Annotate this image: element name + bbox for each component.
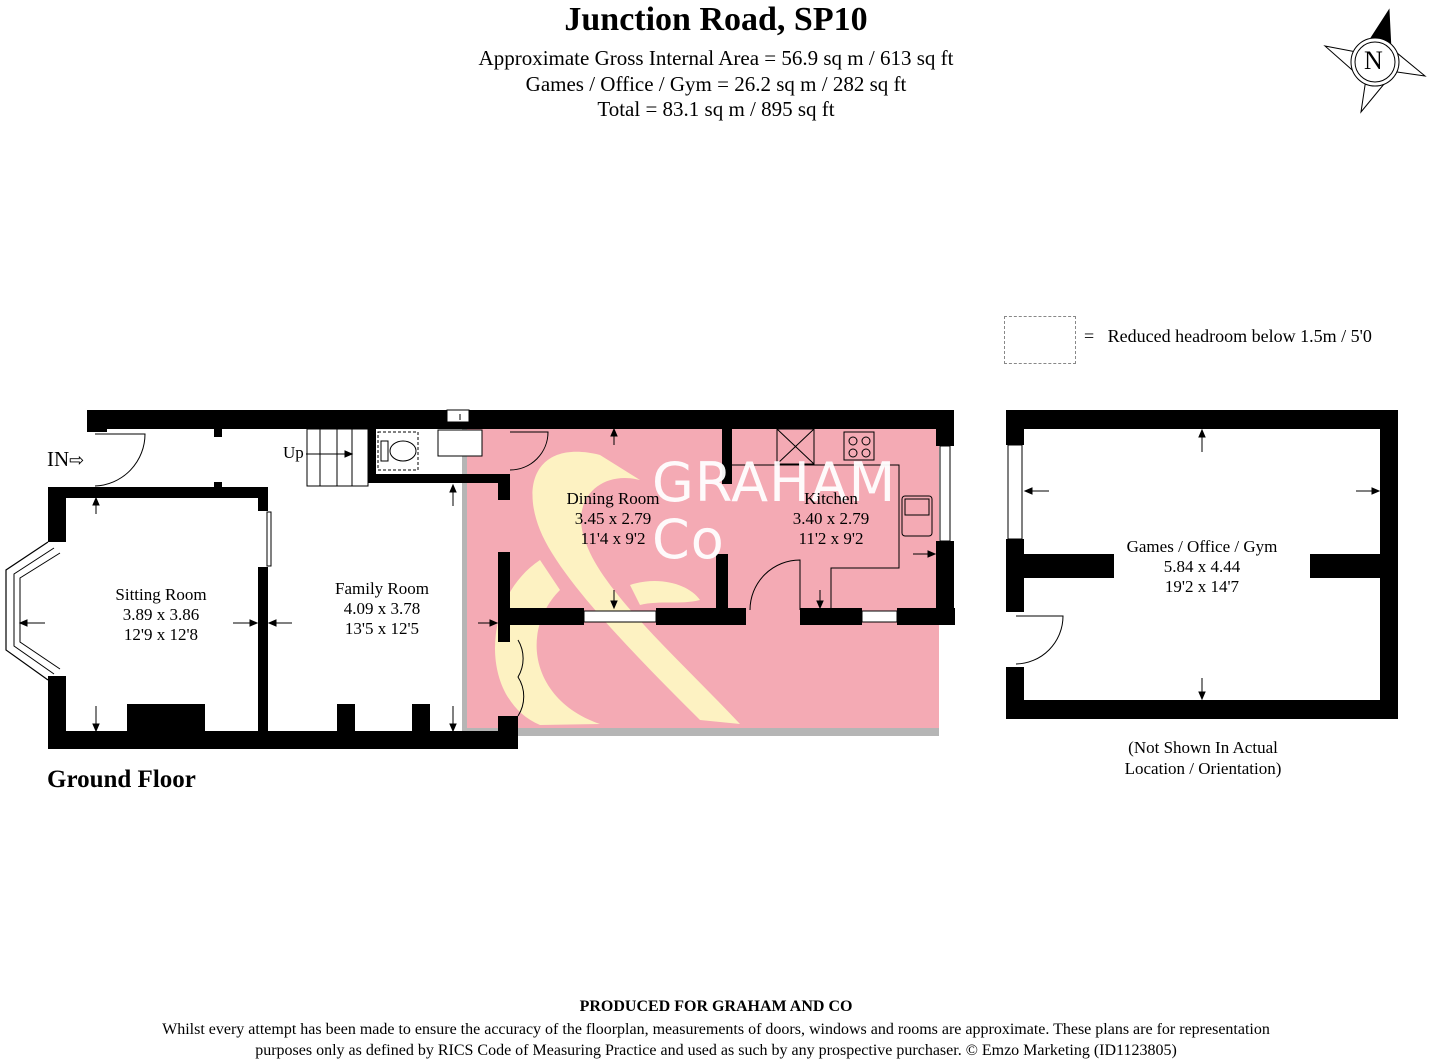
entrance-arrow-icon: ⇨ bbox=[69, 450, 85, 470]
compass-north-label: N bbox=[1364, 46, 1383, 75]
room-name: Kitchen bbox=[804, 489, 858, 508]
footer-disclaimer: Whilst every attempt has been made to en… bbox=[60, 1019, 1372, 1061]
room-imperial: 12'9 x 12'8 bbox=[123, 625, 199, 644]
disclaimer-line-1: Whilst every attempt has been made to en… bbox=[162, 1021, 1270, 1038]
plan-title: Junction Road, SP10 bbox=[564, 1, 868, 38]
watermark-co: Co bbox=[652, 508, 725, 571]
room-metric: 3.45 x 2.79 bbox=[574, 509, 652, 528]
kitchen-sink-icon bbox=[901, 495, 933, 537]
stairs-up-label: Up bbox=[283, 443, 304, 462]
room-games-office-gym: Games / Office / Gym 5.84 x 4.44 19'2 x … bbox=[1112, 537, 1292, 597]
note-line-2: Location / Orientation) bbox=[1124, 759, 1282, 778]
outbuilding-note: (Not Shown In Actual Location / Orientat… bbox=[1090, 737, 1316, 779]
room-name: Family Room bbox=[335, 579, 429, 598]
room-dining-room: Dining Room 3.45 x 2.79 11'4 x 9'2 bbox=[553, 489, 673, 549]
note-line-1: (Not Shown In Actual bbox=[1128, 738, 1278, 757]
footer-heading: PRODUCED FOR GRAHAM AND CO bbox=[579, 998, 853, 1015]
floor-label: Ground Floor bbox=[47, 766, 196, 793]
legend-text: = Reduced headroom below 1.5m / 5'0 bbox=[1084, 326, 1372, 347]
entrance-label: IN⇨ bbox=[47, 447, 84, 472]
room-imperial: 11'4 x 9'2 bbox=[580, 529, 646, 548]
ground-floor-walls bbox=[48, 410, 955, 749]
room-imperial: 11'2 x 9'2 bbox=[798, 529, 864, 548]
disclaimer-line-2: purposes only as defined by RICS Code of… bbox=[255, 1042, 1177, 1059]
room-sitting-room: Sitting Room 3.89 x 3.86 12'9 x 12'8 bbox=[101, 585, 221, 645]
area-line-gross: Approximate Gross Internal Area = 56.9 s… bbox=[478, 46, 954, 70]
entrance-text: IN bbox=[47, 447, 70, 471]
reduced-headroom-swatch bbox=[1004, 316, 1076, 364]
room-family-room: Family Room 4.09 x 3.78 13'5 x 12'5 bbox=[322, 579, 442, 639]
area-line-total: Total = 83.1 sq m / 895 sq ft bbox=[597, 97, 835, 121]
area-line-outbuilding: Games / Office / Gym = 26.2 sq m / 282 s… bbox=[525, 72, 907, 96]
toilet-icon bbox=[377, 431, 419, 471]
room-imperial: 19'2 x 14'7 bbox=[1164, 577, 1240, 596]
room-metric: 3.40 x 2.79 bbox=[792, 509, 870, 528]
room-imperial: 13'5 x 12'5 bbox=[344, 619, 420, 638]
room-metric: 5.84 x 4.44 bbox=[1163, 557, 1241, 576]
watermark-ampersand-icon bbox=[532, 451, 740, 724]
room-metric: 3.89 x 3.86 bbox=[122, 605, 200, 624]
stairs-icon bbox=[306, 428, 369, 487]
room-kitchen: Kitchen 3.40 x 2.79 11'2 x 9'2 bbox=[771, 489, 891, 549]
room-name: Games / Office / Gym bbox=[1126, 537, 1278, 556]
watermark-graham: GRAHAM bbox=[652, 451, 897, 514]
kitchen-worktop bbox=[728, 428, 900, 608]
legend-label: Reduced headroom below 1.5m / 5'0 bbox=[1107, 326, 1372, 346]
outbuilding-walls bbox=[1006, 410, 1398, 719]
north-compass-icon bbox=[1323, 8, 1427, 114]
room-name: Dining Room bbox=[566, 489, 660, 508]
sink-icon bbox=[437, 429, 483, 457]
legend-equals: = bbox=[1084, 326, 1095, 346]
hob-icon bbox=[843, 431, 875, 461]
room-name: Sitting Room bbox=[115, 585, 207, 604]
room-metric: 4.09 x 3.78 bbox=[343, 599, 421, 618]
dimension-arrows bbox=[18, 414, 1381, 733]
